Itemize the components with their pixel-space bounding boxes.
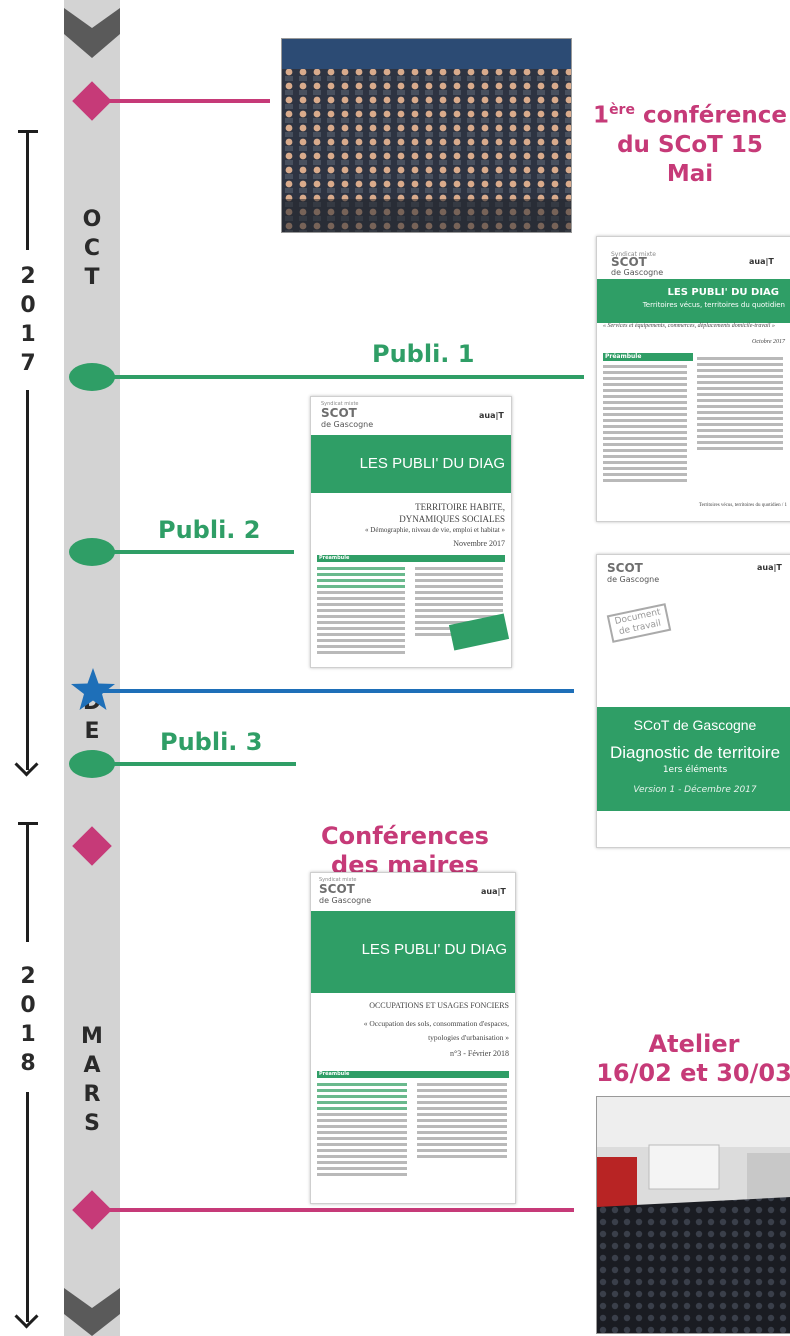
doc2-preamble: Préambule: [317, 555, 505, 562]
year-2017-line-top: [26, 130, 29, 250]
doc4-quote: « Occupation des sols, consommation d'es…: [363, 1019, 509, 1042]
chevron-down-icon-top: [64, 8, 120, 58]
doc1-aua-logo: aua|T: [749, 257, 774, 266]
publi2-document: Syndicat mixte SCOT de Gascogne aua|T LE…: [310, 396, 512, 668]
arrow-down-icon-2018: [14, 1304, 39, 1329]
doc3-band: SCoT de Gascogne Diagnostic de territoir…: [597, 707, 790, 811]
doc1-text-right: [697, 357, 783, 453]
month-mars-label: M A R S: [81, 1024, 103, 1136]
work-document-stamp: Document de travail: [606, 603, 672, 643]
doc3-logo: SCOT: [607, 561, 643, 575]
doc4-aua-logo: aua|T: [481, 887, 506, 896]
doc2-logo-small: Syndicat mixte: [321, 401, 359, 407]
year-2018-line-top: [26, 822, 29, 942]
doc4-logo-sub: de Gascogne: [319, 896, 372, 905]
year-2017-line-bottom: [26, 390, 29, 770]
doc4-logo-small: Syndicat mixte: [319, 877, 357, 883]
year-2017-label: 2 0 1 7: [20, 264, 36, 376]
doc2-aua-logo: aua|T: [479, 411, 504, 420]
doc2-logo: SCOT: [321, 406, 357, 420]
doc4-preamble: Préambule: [317, 1071, 509, 1078]
diagnostic-connector: [92, 689, 574, 693]
diagnostic-document: SCOT de Gascogne aua|T Document de trava…: [596, 554, 790, 848]
doc3-aua-logo: aua|T: [757, 563, 782, 572]
doc1-logo: SCOT: [611, 255, 647, 269]
publi3-label: Publi. 3: [160, 728, 263, 756]
publi1-connector: [92, 375, 584, 379]
month-oct-label: O C T: [82, 207, 102, 290]
publi2-label: Publi. 2: [158, 516, 261, 544]
atelier-photo: [596, 1096, 790, 1334]
doc4-text-right: [417, 1083, 507, 1161]
publi2-ellipse-marker: [69, 538, 115, 566]
doc1-preamble: Préambule: [603, 353, 693, 361]
publi2-connector: [92, 550, 294, 554]
doc4-logo: SCOT: [319, 882, 355, 896]
doc1-quote: « Services et équipements, commerces, dé…: [603, 323, 775, 329]
publi3-document: Syndicat mixte SCOT de Gascogne aua|T LE…: [310, 872, 516, 1204]
chevron-down-icon-bottom: [64, 1288, 120, 1336]
conference-title: 1ère conférence du SCoT 15 Mai: [593, 102, 787, 187]
doc2-date: Novembre 2017: [453, 539, 505, 548]
star-marker-icon: [71, 668, 115, 710]
publi1-ellipse-marker: [69, 363, 115, 391]
publi1-document: Syndicat mixte SCOT de Gascogne aua|T LE…: [596, 236, 790, 522]
publi3-connector: [92, 762, 296, 766]
doc1-date: Octobre 2017: [752, 339, 785, 345]
doc4-subtitle: OCCUPATIONS ET USAGES FONCIERS: [369, 1001, 509, 1010]
doc2-band: LES PUBLI' DU DIAG: [311, 435, 511, 493]
workshop-photo-icon: [597, 1097, 790, 1333]
timeline-bar: [64, 0, 120, 1336]
year-2018-line-bottom: [26, 1092, 29, 1322]
doc2-logo-sub: de Gascogne: [321, 420, 374, 429]
doc2-quote: « Démographie, niveau de vie, emploi et …: [365, 526, 505, 534]
atelier-title: Atelier 16/02 et 30/03: [596, 1030, 790, 1087]
conference-photo: [281, 38, 572, 233]
doc4-band: LES PUBLI' DU DIAG: [311, 911, 515, 993]
doc3-logo-sub: de Gascogne: [607, 575, 660, 584]
conference-connector: [92, 99, 270, 103]
atelier-connector: [92, 1208, 574, 1212]
publi3-ellipse-marker: [69, 750, 115, 778]
doc1-band: LES PUBLI' DU DIAG Territoires vécus, te…: [597, 279, 790, 323]
publi1-label: Publi. 1: [372, 340, 475, 368]
doc1-logo-small: Syndicat mixte: [611, 251, 656, 258]
doc4-date: n°3 - Février 2018: [450, 1049, 509, 1058]
year-2018-label: 2 0 1 8: [20, 964, 36, 1076]
arrow-down-icon-2017: [14, 752, 39, 777]
doc2-subtitle: TERRITOIRE HABITE, DYNAMIQUES SOCIALES: [399, 502, 505, 524]
doc1-footer: Territoires vécus, territoires du quotid…: [698, 503, 787, 508]
audience-photo-icon: [282, 39, 571, 232]
doc2-text-left: [317, 567, 405, 657]
doc1-text-left: [603, 365, 687, 485]
doc1-logo-sub: de Gascogne: [611, 268, 664, 277]
doc4-text-left: [317, 1083, 407, 1179]
